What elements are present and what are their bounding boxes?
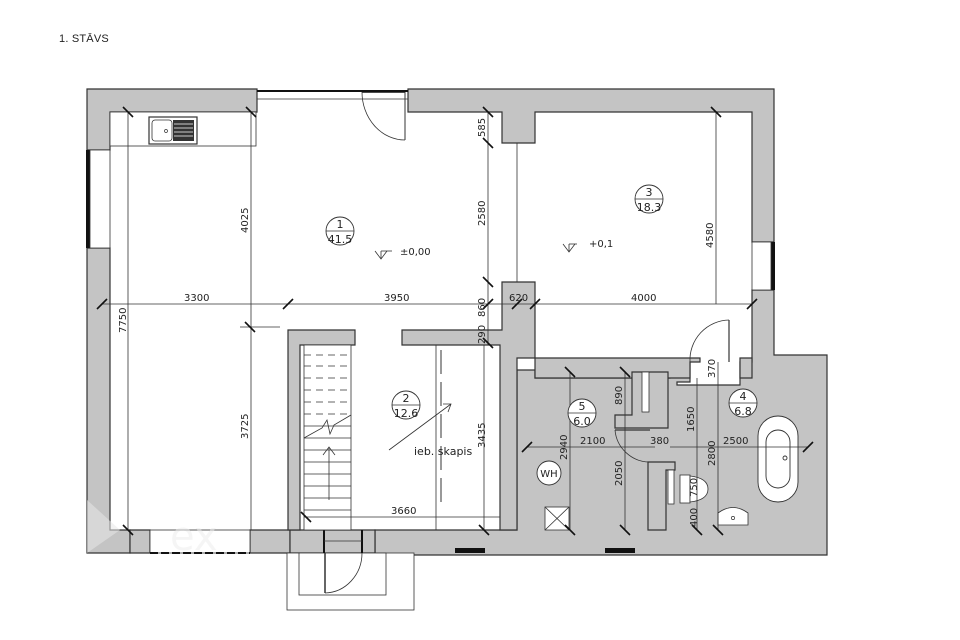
dim-3950: 3950: [384, 293, 409, 304]
dimension-lines: [102, 112, 808, 530]
wall-partition-right: [739, 357, 753, 379]
room-2-number: 2: [403, 392, 410, 405]
closet-label: ieb. skapis: [414, 445, 472, 458]
dim-585: 585: [477, 118, 488, 137]
room-5-area: 6.0: [573, 415, 591, 428]
room-1-number: 1: [337, 218, 344, 231]
dim-860: 860: [477, 298, 488, 317]
wall-central: [401, 281, 536, 531]
level-marker-icon: [374, 250, 392, 260]
dim-370: 370: [707, 359, 718, 378]
room-tag-5: 5 6.0: [567, 398, 597, 428]
watermark-text: ex: [170, 514, 218, 560]
wall-partition-top: [534, 357, 701, 379]
shaft-icon: [544, 506, 570, 531]
room-2-area: 12.6: [394, 407, 419, 420]
dim-620: 620: [509, 293, 528, 304]
wall-top-right: [407, 88, 775, 243]
dim-4025: 4025: [240, 208, 251, 233]
dim-2100: 2100: [580, 436, 605, 447]
room-4-number: 4: [740, 390, 747, 403]
toilet-icon: [679, 474, 709, 504]
wall-stair: [287, 329, 356, 531]
dim-7750: 7750: [118, 308, 129, 333]
level-room3: +0,1: [589, 239, 613, 250]
window-left: [86, 150, 90, 248]
door-utility: [614, 429, 651, 463]
dim-1650: 1650: [686, 407, 697, 432]
wall-bottom-mid: [249, 529, 291, 554]
dim-3660: 3660: [391, 506, 416, 517]
window-bottom-1: [455, 548, 485, 553]
dim-750: 750: [689, 478, 700, 497]
wall-bottom-left-stub: [129, 529, 151, 554]
floor-title: 1. STĀVS: [59, 33, 109, 45]
room-tag-2: 2 12.6: [391, 390, 421, 420]
door-bathroom: [689, 319, 730, 363]
window-right: [771, 242, 775, 290]
dim-2940: 2940: [559, 435, 570, 460]
dim-380: 380: [650, 436, 669, 447]
dim-4580: 4580: [705, 223, 716, 248]
watermark: ex: [87, 500, 218, 560]
dim-3725: 3725: [240, 414, 251, 439]
level-marker-icon: [562, 243, 577, 253]
level-room1: ±0,00: [400, 247, 431, 258]
dim-3435: 3435: [477, 423, 488, 448]
dim-3300: 3300: [184, 293, 209, 304]
porch: [286, 530, 415, 611]
room-tag-4: 4 6.8: [728, 388, 758, 418]
dim-400: 400: [689, 508, 700, 527]
dim-2800: 2800: [707, 441, 718, 466]
room-1-area: 41.5: [328, 233, 353, 246]
room-3-number: 3: [646, 186, 653, 199]
bathtub-icon: [757, 415, 799, 503]
dim-2500: 2500: [723, 436, 748, 447]
dim-2050: 2050: [614, 461, 625, 486]
room-tag-1: 1 41.5: [325, 216, 355, 246]
dim-2580: 2580: [477, 201, 488, 226]
dimension-ticks: [96, 106, 814, 536]
wall-wc-top: [614, 371, 669, 429]
door-top: [361, 91, 406, 141]
wall-wc-bottom: [647, 461, 676, 531]
room-3-area: 18.3: [637, 201, 662, 214]
staircase: [303, 344, 352, 531]
closet: [388, 345, 452, 530]
room-5-number: 5: [579, 400, 586, 413]
room-tag-3: 3 18.3: [634, 184, 664, 214]
room-4-area: 6.8: [734, 405, 752, 418]
water-heater-label: WH: [540, 469, 557, 480]
dim-4000: 4000: [631, 293, 656, 304]
washbasin-icon: [717, 507, 749, 526]
sink-icon: [148, 116, 198, 145]
dim-890: 890: [614, 386, 625, 405]
dim-290: 290: [477, 325, 488, 344]
water-heater-tag: WH: [536, 460, 562, 486]
window-bottom-2: [605, 548, 635, 553]
